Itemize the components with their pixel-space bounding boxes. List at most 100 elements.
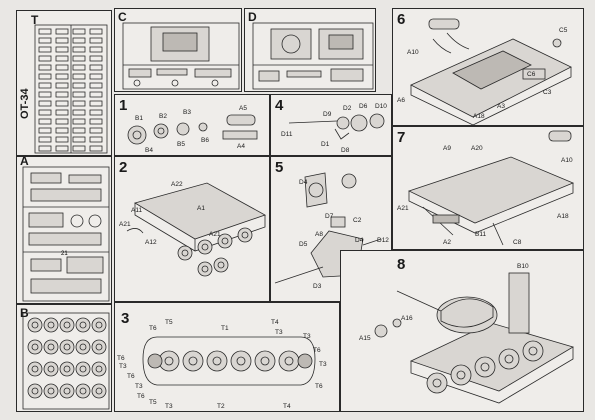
step-1-number: 1 xyxy=(119,97,128,114)
step-4-panel: 4 D2 D6 D10 D9 D11 D1 D8 xyxy=(270,94,392,156)
step-1-label-a5: A5 xyxy=(239,105,247,112)
sprue-t-panel: T OT-34 xyxy=(16,10,112,156)
step-3-label-t2: T2 xyxy=(217,403,225,410)
step-3-drawing xyxy=(142,336,316,386)
step-5-label-a8: A8 xyxy=(315,231,323,238)
step-3-label-t6-c: T6 xyxy=(127,373,135,380)
step-6-label-c6: C6 xyxy=(527,71,536,78)
step-8-number: 8 xyxy=(397,256,406,273)
step-3-label-t6-d: T6 xyxy=(137,393,145,400)
step-8-drawing xyxy=(374,272,574,404)
step-6-label-a6: A6 xyxy=(397,97,405,104)
step-3-number: 3 xyxy=(121,310,130,327)
step-8-panel: 8 B10 A16 A15 xyxy=(340,250,584,412)
step-1-label-a4: A4 xyxy=(237,143,245,150)
step-8-label-a16: A16 xyxy=(401,315,413,322)
step-6-label-c5: C5 xyxy=(559,27,568,34)
step-4-label-d1: D1 xyxy=(321,141,330,148)
sprue-a-letter: A xyxy=(20,156,29,168)
step-4-label-d2: D2 xyxy=(343,105,352,112)
step-2-label-a21-right: A21 xyxy=(209,231,221,238)
step-6-label-a18: A18 xyxy=(473,113,485,120)
step-7-label-a9: A9 xyxy=(443,145,451,152)
step-7-label-a20: A20 xyxy=(471,145,483,152)
sprue-c-panel: C xyxy=(114,8,242,92)
step-5-label-d12: D12 xyxy=(377,237,389,244)
step-4-label-d6: D6 xyxy=(359,103,368,110)
step-6-label-c3: C3 xyxy=(543,89,552,96)
step-6-drawing xyxy=(410,18,572,125)
step-7-label-a10: A10 xyxy=(561,157,573,164)
step-1-label-b5: B5 xyxy=(177,141,185,148)
step-2-label-a1: A1 xyxy=(197,205,205,212)
step-2-drawing xyxy=(126,182,266,277)
step-8-label-a15: A15 xyxy=(359,335,371,342)
step-3-label-t1: T1 xyxy=(221,325,229,332)
step-3-label-t4-b: T4 xyxy=(283,403,291,410)
step-5-label-d4-top: D4 xyxy=(299,179,308,186)
step-3-label-t3-d: T3 xyxy=(165,403,173,410)
sprue-t-letter: T xyxy=(31,13,39,27)
sprue-c-letter: C xyxy=(118,10,127,24)
step-5-label-c2: C2 xyxy=(353,217,362,224)
step-1-drawing xyxy=(127,114,258,145)
svg-text:21: 21 xyxy=(61,251,68,257)
step-4-number: 4 xyxy=(275,97,284,114)
step-7-number: 7 xyxy=(397,129,406,146)
step-2-panel: 2 A22 A1 A11 A21 A12 A21 xyxy=(114,156,270,302)
sprue-a-panel: A 21 xyxy=(16,156,112,304)
step-7-panel: 7 A9 A20 A10 A21 A2 B11 C8 A18 xyxy=(392,126,584,250)
step-2-number: 2 xyxy=(119,159,128,176)
step-6-panel: 6 C5 A10 A6 A3 A18 C6 C3 xyxy=(392,8,584,126)
step-1-label-b4: B4 xyxy=(145,147,153,154)
step-1-label-b1: B1 xyxy=(135,115,143,122)
step-6-number: 6 xyxy=(397,11,406,28)
step-3-label-t3-b: T3 xyxy=(119,363,127,370)
step-3-label-t6-f: T6 xyxy=(315,383,323,390)
step-3-label-t5-b: T5 xyxy=(149,399,157,406)
step-4-label-d10: D10 xyxy=(375,103,387,110)
step-3-label-t3-f: T3 xyxy=(319,361,327,368)
step-5-panel: 5 D4 D7 C2 A8 D4 D12 D5 D3 C7 D7 xyxy=(270,156,392,302)
step-4-label-d9: D9 xyxy=(323,111,332,118)
step-5-label-d5: D5 xyxy=(299,241,308,248)
sprue-d-letter: D xyxy=(248,10,257,24)
step-5-label-d7-top: D7 xyxy=(325,213,334,220)
sprue-c-drawing xyxy=(122,22,240,90)
step-3-label-t3-c: T3 xyxy=(135,383,143,390)
sprue-b-drawing xyxy=(22,312,110,410)
step-3-label-t6-a: T6 xyxy=(149,325,157,332)
step-6-label-a3: A3 xyxy=(497,103,505,110)
step-2-label-a22: A22 xyxy=(171,181,183,188)
sprue-d-drawing xyxy=(252,22,374,90)
step-2-label-a12: A12 xyxy=(145,239,157,246)
step-3-label-t3-e: T3 xyxy=(303,333,311,340)
sprue-a-drawing: 21 xyxy=(22,166,110,302)
step-7-label-c8: C8 xyxy=(513,239,522,246)
step-3-panel: 3 T1 T6 T5 T4 T3 T6 T3 T6 T3 T6 T5 T3 T2… xyxy=(114,302,340,412)
step-7-label-b11: B11 xyxy=(475,231,487,238)
step-3-label-t5-a: T5 xyxy=(165,319,173,326)
step-2-label-a21-left: A21 xyxy=(119,221,131,228)
sprue-t-drawing xyxy=(34,24,108,154)
step-7-label-a2: A2 xyxy=(443,239,451,246)
step-7-drawing xyxy=(407,130,575,246)
step-4-label-d11: D11 xyxy=(281,131,293,138)
step-1-label-b6: B6 xyxy=(201,137,209,144)
step-7-label-a21: A21 xyxy=(397,205,409,212)
step-4-label-d8: D8 xyxy=(341,147,350,154)
step-3-label-t6-b: T6 xyxy=(117,355,125,362)
sprue-d-panel: D xyxy=(244,8,376,92)
step-3-label-t4-a: T4 xyxy=(271,319,279,326)
step-6-label-a10: A10 xyxy=(407,49,419,56)
step-5-number: 5 xyxy=(275,159,284,176)
step-5-label-d3: D3 xyxy=(313,283,322,290)
step-4-drawing xyxy=(288,113,385,140)
step-2-label-a11: A11 xyxy=(131,207,143,214)
step-8-label-b10: B10 xyxy=(517,263,529,270)
sprue-b-panel: B xyxy=(16,304,112,412)
step-3-label-t6-e: T6 xyxy=(313,347,321,354)
step-7-label-a18: A18 xyxy=(557,213,569,220)
step-5-label-d4: D4 xyxy=(355,237,364,244)
